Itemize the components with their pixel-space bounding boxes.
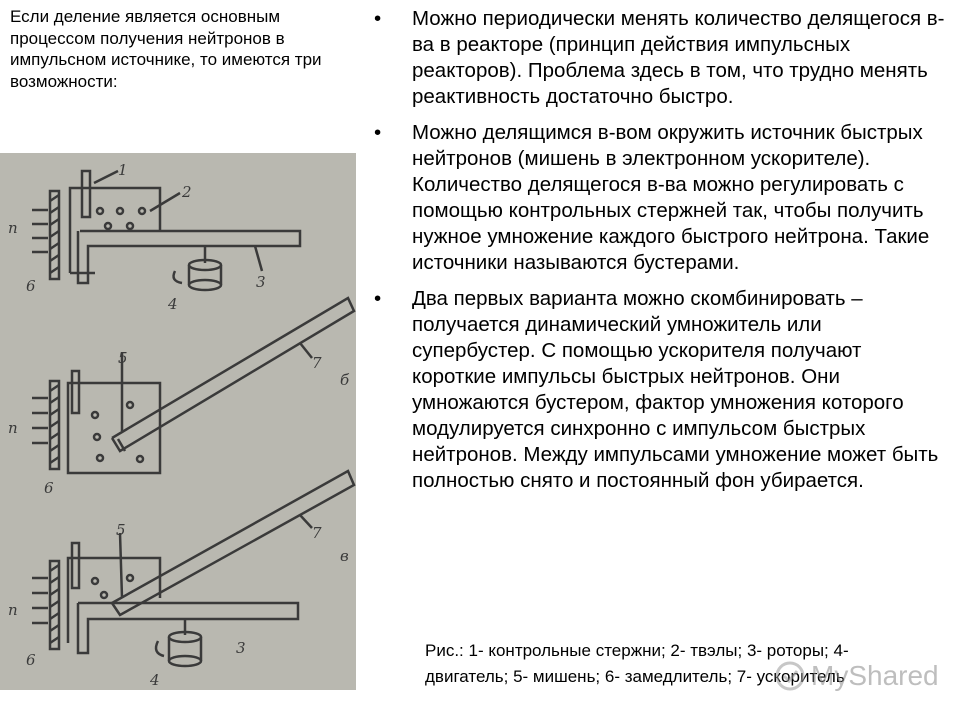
bullet-item: • Можно делящимся в-вом окружить источни… bbox=[368, 120, 948, 276]
motor-1 bbox=[187, 278, 223, 292]
label-v: в bbox=[340, 547, 349, 565]
bullet-symbol: • bbox=[374, 121, 382, 144]
moderator-plate-1 bbox=[48, 189, 61, 281]
watermark: MyShared bbox=[775, 660, 939, 692]
core-box-1 bbox=[68, 186, 162, 273]
control-rod-1 bbox=[80, 169, 92, 219]
watermark-logo-icon bbox=[775, 661, 805, 691]
bullet-list: • Можно периодически менять количество д… bbox=[368, 6, 948, 504]
control-rod-2 bbox=[70, 369, 81, 415]
label-4: 4 bbox=[167, 295, 178, 313]
label-5-2: 5 bbox=[116, 521, 126, 539]
label-n-3: n bbox=[8, 601, 18, 619]
bullet-text: Можно периодически менять количество дел… bbox=[412, 7, 945, 108]
label-1: 1 bbox=[118, 161, 128, 179]
bullet-symbol: • bbox=[374, 287, 382, 310]
core-box-3 bbox=[66, 556, 162, 643]
label-6-3: 6 bbox=[26, 651, 36, 669]
moderator-plate-2 bbox=[48, 379, 61, 471]
intro-text: Если деление является основным процессом… bbox=[10, 7, 322, 91]
label-6: 6 bbox=[26, 277, 36, 295]
label-3-2: 3 bbox=[236, 639, 246, 657]
accelerator-tube-1 bbox=[110, 296, 356, 453]
label-5: 5 bbox=[118, 349, 128, 367]
label-b: б bbox=[340, 371, 350, 389]
bullet-item: • Два первых варианта можно скомбинирова… bbox=[368, 286, 948, 494]
label-2: 2 bbox=[181, 183, 192, 201]
label-n: n bbox=[8, 219, 18, 237]
control-rod-3 bbox=[70, 541, 81, 590]
moderator-plate-3 bbox=[48, 559, 61, 651]
schematic-drawing: 1 2 3 4 n 6 5 7 n 6 б 5 7 в n 6 3 4 bbox=[8, 161, 356, 689]
motor-3 bbox=[167, 654, 203, 668]
booster-schematic-figure: 1 2 3 4 n 6 5 7 n 6 б 5 7 в n 6 3 4 bbox=[0, 153, 356, 690]
bullet-text: Можно делящимся в-вом окружить источник … bbox=[412, 121, 930, 274]
label-7: 7 bbox=[312, 354, 322, 372]
accelerator-tube-2 bbox=[110, 469, 356, 617]
core-box-2 bbox=[66, 381, 162, 475]
bullet-item: • Можно периодически менять количество д… bbox=[368, 6, 948, 110]
label-n-2: n bbox=[8, 419, 18, 437]
rotor-arm-3 bbox=[76, 601, 300, 655]
watermark-text: MyShared bbox=[811, 660, 939, 691]
figure-caption: Рис.: 1- контрольные стержни; 2- твэлы; … bbox=[425, 641, 849, 686]
bullet-symbol: • bbox=[374, 7, 382, 30]
label-4-2: 4 bbox=[149, 671, 160, 689]
rotor-arm-1 bbox=[76, 229, 302, 285]
label-7-2: 7 bbox=[312, 524, 322, 542]
bullet-text: Два первых варианта можно скомбинировать… bbox=[412, 287, 939, 492]
label-6-2: 6 bbox=[44, 479, 54, 497]
label-3: 3 bbox=[256, 273, 266, 291]
